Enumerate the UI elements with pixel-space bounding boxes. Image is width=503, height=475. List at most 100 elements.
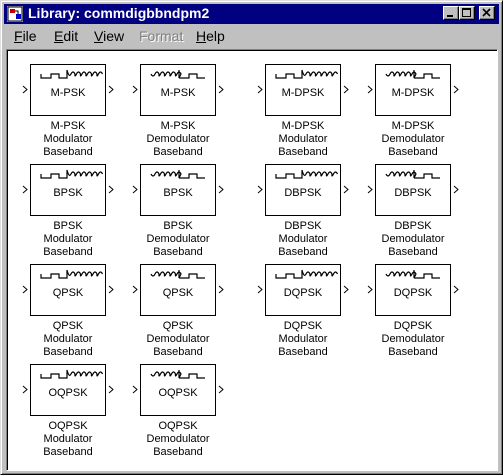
title-bar[interactable]: Library: commdigbbndpm2: [4, 4, 499, 24]
input-port-icon[interactable]: [257, 85, 264, 94]
output-port-icon[interactable]: [218, 185, 225, 194]
minimize-button[interactable]: [443, 6, 459, 20]
input-port-icon[interactable]: [132, 385, 139, 394]
block-icon-box[interactable]: M-DPSK: [375, 64, 451, 116]
block-icon-box[interactable]: M-PSK: [140, 64, 216, 116]
block-label: BPSK: [163, 187, 193, 199]
input-port-icon[interactable]: [367, 85, 374, 94]
output-port-icon[interactable]: [108, 185, 115, 194]
output-port-icon[interactable]: [343, 285, 350, 294]
block-icon-box[interactable]: M-PSK: [30, 64, 106, 116]
menu-file[interactable]: File: [14, 28, 37, 44]
block-icon-box[interactable]: OQPSK: [30, 364, 106, 416]
input-port-icon[interactable]: [257, 185, 264, 194]
block-caption-line: M-PSK: [50, 120, 86, 132]
input-port-icon[interactable]: [132, 85, 139, 94]
block-icon-box[interactable]: DBPSK: [375, 164, 451, 216]
menu-view[interactable]: View: [94, 28, 124, 44]
input-port-icon[interactable]: [22, 85, 29, 94]
demodulator-waveform-icon: [385, 270, 440, 279]
output-port-icon[interactable]: [108, 285, 115, 294]
output-port-icon[interactable]: [453, 285, 460, 294]
block-label: QPSK: [162, 287, 194, 299]
block-caption-line: Baseband: [153, 446, 203, 458]
block-caption-line: Baseband: [278, 146, 328, 158]
block-caption-line: Demodulator: [146, 133, 210, 145]
modulator-waveform-icon: [275, 69, 339, 79]
block-caption-line: Baseband: [388, 146, 438, 158]
close-button[interactable]: [479, 6, 495, 20]
block-caption-line: Baseband: [43, 346, 93, 358]
block-icon-box[interactable]: M-DPSK: [265, 64, 341, 116]
input-port-icon[interactable]: [22, 185, 29, 194]
maximize-button[interactable]: [459, 6, 475, 20]
block-icon-box[interactable]: BPSK: [30, 164, 106, 216]
block-icon-box[interactable]: DBPSK: [265, 164, 341, 216]
output-port-icon[interactable]: [453, 85, 460, 94]
output-port-icon[interactable]: [343, 185, 350, 194]
demodulator-waveform-icon: [150, 270, 205, 279]
menu-help[interactable]: Help: [196, 28, 225, 44]
block-icon-box[interactable]: QPSK: [30, 264, 106, 316]
block-caption-line: M-PSK: [160, 120, 196, 132]
block-icon-box[interactable]: QPSK: [140, 264, 216, 316]
output-port-icon[interactable]: [108, 385, 115, 394]
menu-edit[interactable]: Edit: [54, 28, 78, 44]
block-label: M-PSK: [160, 87, 196, 99]
block-caption-line: Demodulator: [381, 333, 445, 345]
block-caption-line: DBPSK: [394, 220, 432, 232]
block-icon-box[interactable]: DQPSK: [375, 264, 451, 316]
output-port-icon[interactable]: [343, 85, 350, 94]
block-icon-box[interactable]: BPSK: [140, 164, 216, 216]
input-port-icon[interactable]: [257, 285, 264, 294]
window-title: Library: commdigbbndpm2: [28, 5, 210, 21]
simulink-app-icon[interactable]: [7, 6, 23, 22]
input-port-icon[interactable]: [132, 285, 139, 294]
input-port-icon[interactable]: [22, 385, 29, 394]
input-port-icon[interactable]: [132, 185, 139, 194]
input-port-icon[interactable]: [22, 285, 29, 294]
output-port-icon[interactable]: [218, 385, 225, 394]
demodulator-waveform-icon: [150, 70, 205, 79]
output-port-icon[interactable]: [453, 185, 460, 194]
demodulator-waveform-icon: [385, 170, 440, 179]
block-label: QPSK: [52, 287, 84, 299]
input-port-icon[interactable]: [367, 285, 374, 294]
output-port-icon[interactable]: [218, 285, 225, 294]
output-port-icon[interactable]: [218, 85, 225, 94]
block-icon-box[interactable]: DQPSK: [265, 264, 341, 316]
block-icon-box[interactable]: OQPSK: [140, 364, 216, 416]
block-caption-line: DBPSK: [284, 220, 322, 232]
output-port-icon[interactable]: [108, 85, 115, 94]
input-port-icon[interactable]: [367, 185, 374, 194]
